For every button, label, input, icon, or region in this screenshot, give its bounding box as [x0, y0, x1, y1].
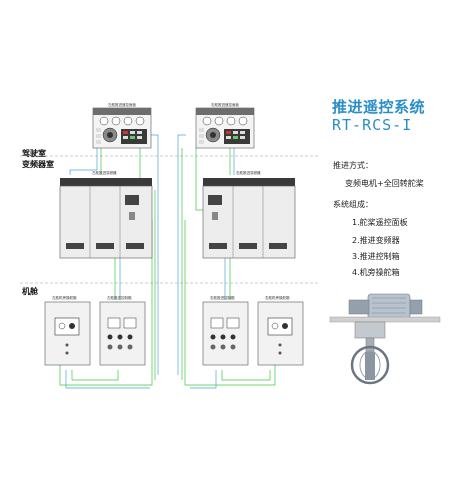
- control-box-1: [44, 301, 91, 366]
- control-box-4: [257, 301, 304, 366]
- composition-item: 4.机旁操舵箱: [352, 268, 400, 277]
- unit-caption: 右舷推进变频器: [236, 171, 261, 175]
- propulsion-value: 变频电机+全回转舵桨: [345, 179, 424, 188]
- propulsion-label: 推进方式：: [333, 161, 373, 170]
- unit-caption: 左舷推进变频器: [92, 171, 117, 175]
- composition-item: 2.推进变频器: [352, 236, 400, 245]
- system-title-cn: 推进遥控系统: [332, 98, 426, 116]
- unit-caption: 左舷机旁操舵箱: [52, 296, 77, 300]
- inverter-cabinet-left: [59, 178, 153, 259]
- azimuth-thruster-illustration: [329, 293, 441, 385]
- unit-caption: 左舷推进控制箱: [107, 296, 132, 300]
- system-title-en: RT-RCS-I: [332, 116, 413, 134]
- room-label-inverter: 变频器室: [22, 160, 54, 169]
- inverter-cabinet-right: [202, 178, 296, 259]
- unit-caption: 右舷推进遥控面板: [211, 103, 239, 107]
- composition-label: 系统组成：: [333, 200, 373, 209]
- composition-item: 3.推进控制箱: [352, 252, 400, 261]
- room-label-bridge: 驾驶室: [22, 149, 46, 158]
- unit-caption: 左舷推进遥控面板: [108, 103, 136, 107]
- room-label-engine: 机舱: [22, 287, 38, 296]
- remote-panel-right: [195, 107, 255, 149]
- unit-caption: 右舷机旁操舵箱: [265, 296, 290, 300]
- remote-panel-left: [92, 107, 152, 149]
- control-box-2: [99, 301, 146, 366]
- composition-item: 1.舵桨遥控面板: [352, 218, 408, 227]
- unit-caption: 右舷推进控制箱: [210, 296, 235, 300]
- control-box-3: [202, 301, 249, 366]
